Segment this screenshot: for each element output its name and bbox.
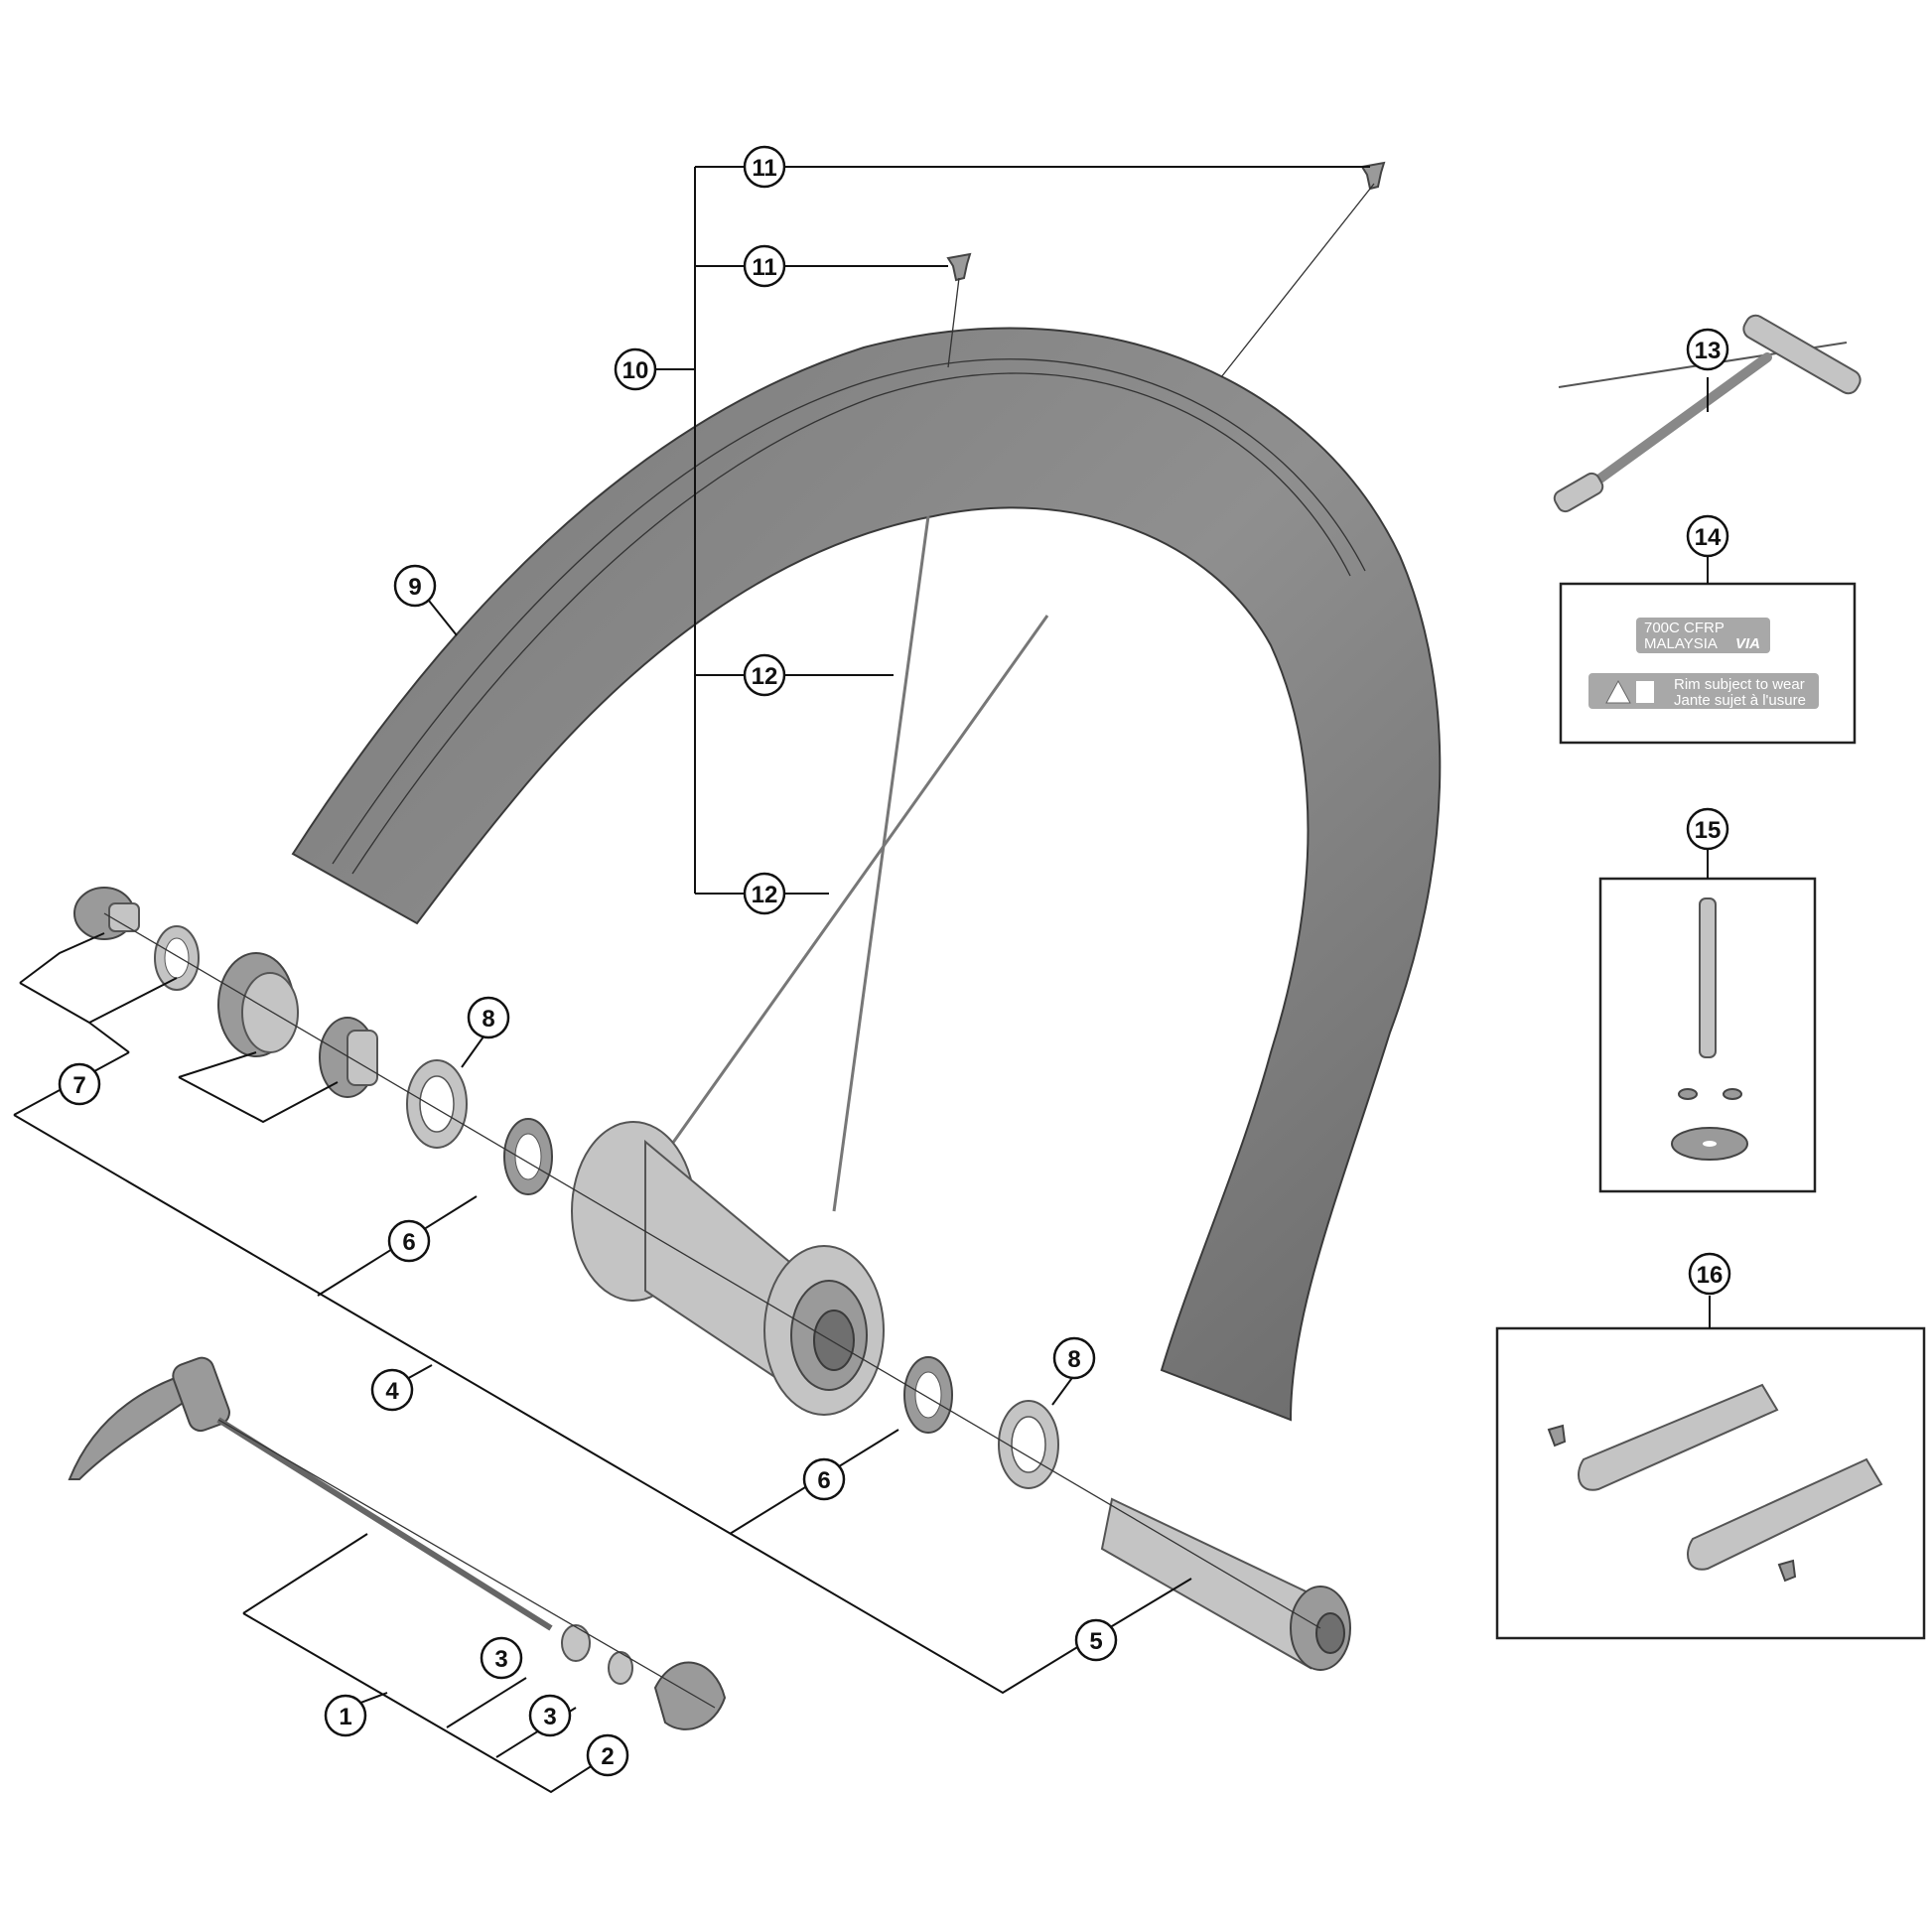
label-line2: MALAYSIA: [1644, 635, 1718, 652]
label-line1: 700C CFRP: [1644, 620, 1725, 636]
rim: [291, 327, 1442, 1422]
spokes: [668, 515, 1049, 1212]
hub-body: [571, 1121, 885, 1416]
skewer-spring-2: [608, 1651, 633, 1685]
svg-text:2: 2: [601, 1743, 614, 1770]
svg-text:7: 7: [72, 1072, 85, 1099]
svg-text:4: 4: [385, 1378, 399, 1405]
svg-text:13: 13: [1695, 338, 1722, 364]
svg-text:5: 5: [1089, 1628, 1102, 1655]
skewer-spring-1: [561, 1624, 591, 1662]
callout-6b: 6: [802, 1457, 846, 1501]
callout-3b: 3: [528, 1694, 572, 1737]
svg-text:8: 8: [482, 1006, 494, 1033]
svg-text:1: 1: [339, 1704, 351, 1730]
quick-release-lever: [68, 1356, 553, 1631]
callout-13: 13: [1686, 328, 1729, 371]
callout-8b: 8: [1052, 1336, 1096, 1380]
warning-icon: [1605, 679, 1631, 704]
callout-14: 14: [1686, 514, 1729, 558]
warn-fr: Jante sujet à l'usure: [1674, 692, 1806, 709]
svg-text:9: 9: [408, 574, 421, 601]
callout-10: 10: [614, 347, 657, 391]
svg-text:8: 8: [1067, 1346, 1080, 1373]
svg-text:16: 16: [1697, 1262, 1724, 1289]
bearing-right: [903, 1356, 953, 1434]
label-brand: VIA: [1735, 635, 1760, 652]
callout-8a: 8: [467, 996, 510, 1039]
callout-5: 5: [1074, 1618, 1118, 1662]
callout-16: 16: [1688, 1252, 1731, 1296]
bearing-ring-right: [998, 1400, 1059, 1489]
adjusting-nut: [653, 1661, 727, 1730]
callout-1: 1: [324, 1694, 367, 1737]
svg-text:6: 6: [817, 1467, 830, 1494]
end-cap: [73, 887, 140, 940]
bearing-ring-left: [406, 1059, 468, 1149]
lock-nut: [319, 1017, 378, 1098]
callout-7: 7: [58, 1062, 101, 1106]
callout-12a: 12: [743, 653, 786, 697]
bearing-left: [503, 1118, 553, 1195]
svg-text:6: 6: [402, 1229, 415, 1256]
callout-3a: 3: [480, 1636, 523, 1680]
svg-text:3: 3: [494, 1646, 507, 1673]
svg-text:14: 14: [1695, 524, 1722, 551]
svg-text:10: 10: [622, 357, 649, 384]
label-box: [1559, 582, 1857, 745]
washer: [154, 925, 200, 991]
warn-en: Rim subject to wear: [1674, 676, 1805, 693]
callout-11b: 11: [743, 244, 786, 288]
svg-text:3: 3: [543, 1704, 556, 1730]
svg-text:15: 15: [1695, 817, 1722, 844]
callout-9: 9: [393, 564, 437, 608]
brake-pad-lower: [1687, 1457, 1883, 1583]
svg-text:11: 11: [752, 254, 776, 281]
axle: [1100, 1497, 1351, 1671]
cone: [217, 952, 299, 1057]
callout-4: 4: [370, 1368, 414, 1412]
label-sticker: 700C CFRP MALAYSIA VIA Rim subject to we…: [1588, 618, 1819, 709]
callout-11a: 11: [743, 145, 786, 189]
svg-text:12: 12: [752, 663, 778, 690]
valve-extender: [1671, 897, 1748, 1161]
callout-2: 2: [586, 1733, 629, 1777]
svg-text:12: 12: [752, 882, 778, 908]
info-icon: [1636, 681, 1654, 703]
callout-12b: 12: [743, 872, 786, 915]
callout-15: 15: [1686, 807, 1729, 851]
nipple-lower: [946, 252, 972, 282]
nipple-upper: [1360, 161, 1386, 191]
brake-pad-upper: [1547, 1383, 1779, 1491]
svg-text:11: 11: [752, 155, 776, 182]
callout-6a: 6: [387, 1219, 431, 1263]
